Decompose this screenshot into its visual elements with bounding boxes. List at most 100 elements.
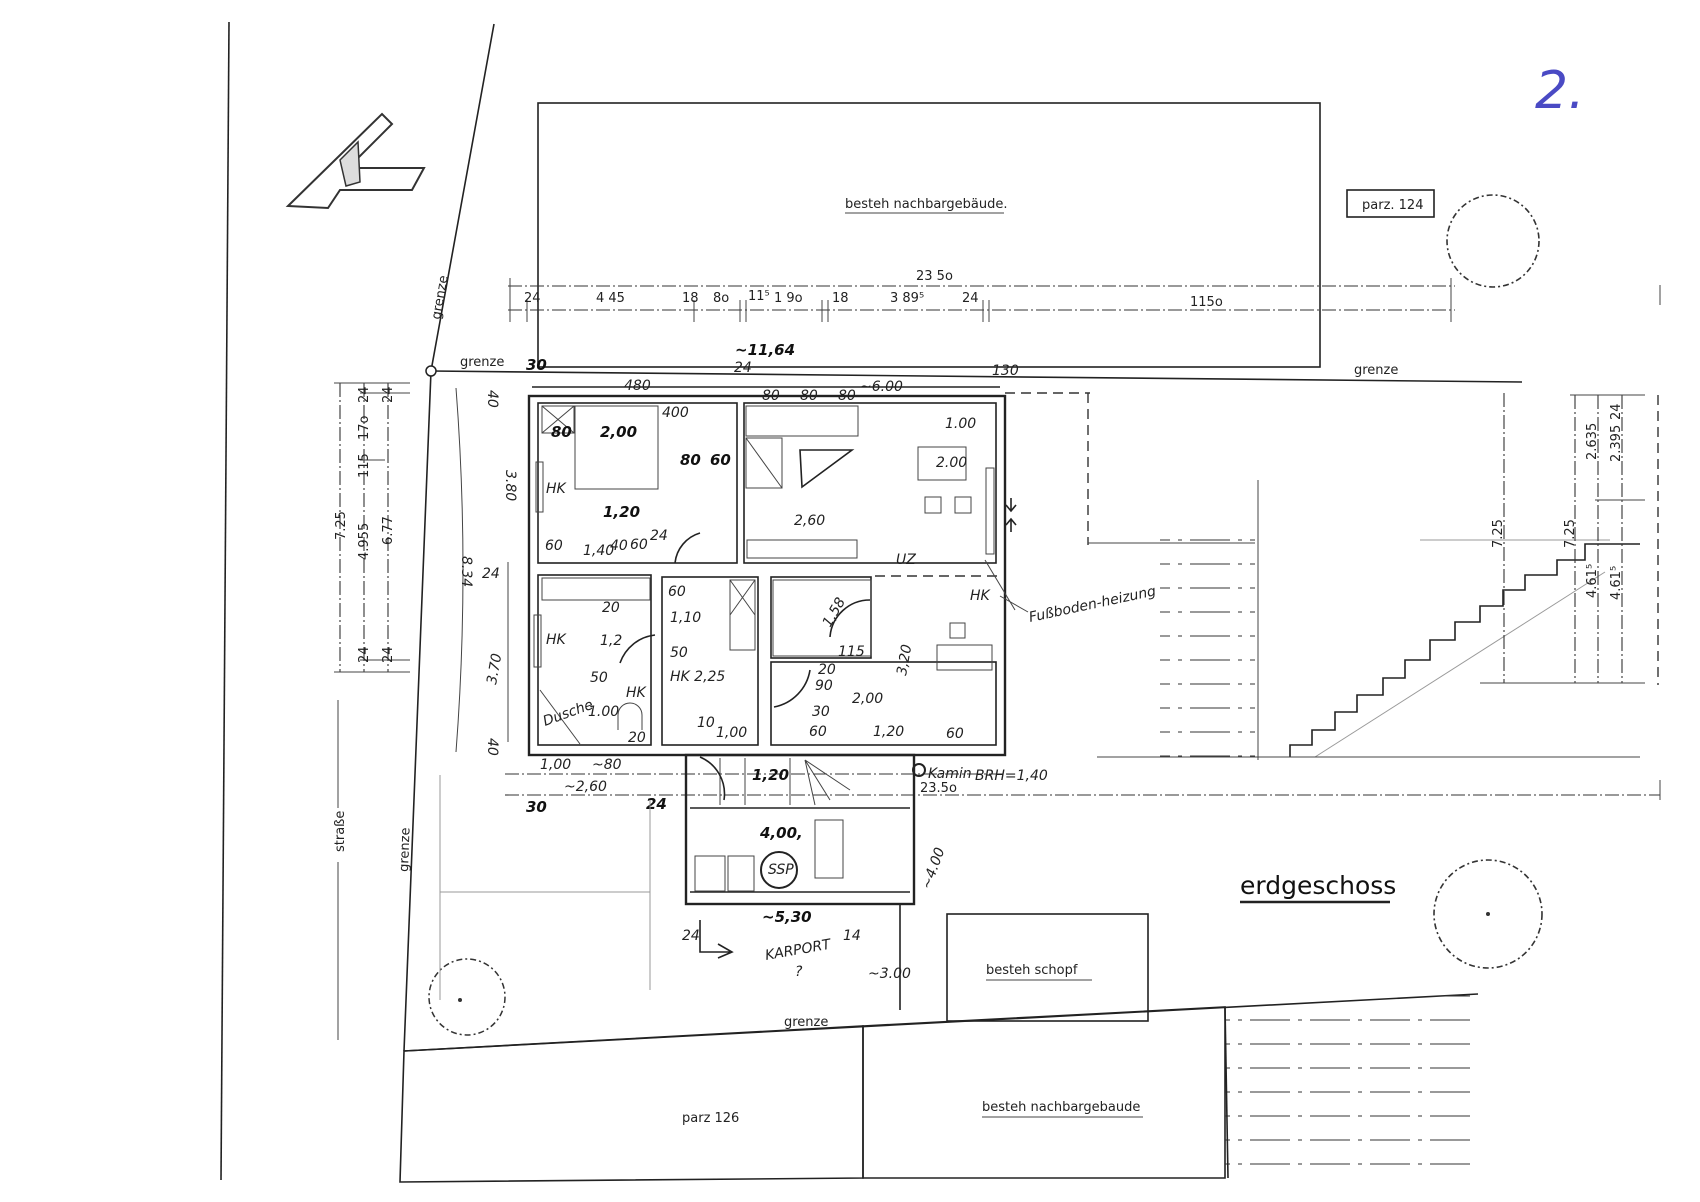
room-dimension: 20	[602, 600, 620, 616]
neighbour-building-bottom-label: besteh nachbargebaude	[982, 1100, 1140, 1115]
room-dimension: 90	[815, 678, 833, 694]
room-dimension: 30	[812, 704, 830, 720]
dimension-label: 2.395	[1609, 425, 1624, 462]
parcel-124-label: parz. 124	[1362, 198, 1423, 213]
room-dimension: 60	[946, 726, 964, 742]
dimension-label: 24	[524, 291, 541, 306]
page-number: 2.	[1535, 61, 1585, 121]
dimension-label: 7.25	[1563, 519, 1578, 548]
boundary-label: grenze	[1354, 363, 1398, 378]
room-dimension: 24	[650, 528, 668, 544]
room-dimension: 20	[628, 730, 646, 746]
dimension-label: 18	[832, 291, 849, 306]
carport-arrow-icon	[699, 920, 734, 959]
parcel-126	[399, 1025, 864, 1183]
tree-icon	[428, 958, 506, 1036]
room-label: UZ	[896, 552, 916, 568]
parcel-124-box	[1346, 189, 1435, 218]
radiator-label: HK	[546, 481, 568, 497]
dimension-label: ~3.00	[868, 966, 911, 982]
boundary-label: grenze	[460, 355, 504, 370]
dimension-label: 30	[526, 356, 547, 374]
room-dimension: 80	[838, 388, 856, 404]
dimension-label: 24	[734, 360, 752, 376]
house-ground-floor	[527, 394, 1017, 757]
room-dimension: 60	[630, 537, 648, 553]
floor-title: erdgeschoss	[1240, 871, 1396, 900]
room-dimension: 2,00	[600, 423, 637, 441]
room-dimension: 50	[670, 645, 688, 661]
boundary-line-north	[430, 370, 1523, 383]
chimney-label: Kamin	[928, 766, 972, 782]
utility-room	[684, 753, 916, 906]
dimension-label: 18	[682, 291, 699, 306]
dimension-label: 14	[843, 928, 861, 944]
room-dimension: 80	[680, 451, 701, 469]
top-dimension-chain	[508, 278, 1455, 322]
room-dimension: 60	[809, 724, 827, 740]
dimension-label: 24	[381, 646, 396, 663]
dimension-label: 24	[682, 928, 700, 944]
room-dimension: 1,20	[603, 503, 640, 521]
room-dimension: 1,2	[600, 633, 622, 649]
dimension-label: 40	[484, 738, 500, 756]
room-dimension: HK 2,25	[670, 669, 725, 685]
radiator-label: HK	[970, 588, 992, 604]
room-dimension: 20	[818, 662, 836, 678]
dimension-label: 8o	[713, 291, 729, 306]
handwritten-dimension: ~11,64	[735, 341, 795, 359]
street-label: straße	[333, 811, 348, 852]
room-dimension: 40	[610, 538, 628, 554]
sill-height-label: BRH=1,40	[975, 768, 1048, 784]
dimension-label: 1,00	[540, 757, 571, 773]
neighbour-building-bottom	[862, 1006, 1226, 1179]
neighbour-building-top-label: besteh nachbargebäude.	[845, 197, 1008, 212]
room-dimension: 1,20	[873, 724, 904, 740]
dimension-label: 3.70	[484, 652, 505, 686]
room-dimension: 50	[590, 670, 608, 686]
radiator-label: HK	[626, 685, 648, 701]
existing-shed	[946, 913, 1149, 1022]
dimension-label: 30	[526, 798, 547, 816]
radiator-label: HK	[546, 632, 568, 648]
room-dimension: 80	[551, 423, 572, 441]
dimension-label: 24	[357, 386, 372, 403]
room-dimension: 1,10	[670, 610, 701, 626]
boiler-label: SSP	[768, 862, 794, 878]
boundary-label: grenze	[429, 274, 451, 320]
dimension-label: 4,00,	[759, 824, 803, 842]
dimension-label: 24	[646, 795, 667, 813]
room-dimension: 1.00	[588, 704, 619, 720]
dimension-label: ~2,60	[564, 779, 607, 795]
dimension-label: 2.635	[1585, 423, 1600, 460]
dimension-label: 24	[381, 386, 396, 403]
dimension-label: 7.25	[334, 511, 349, 540]
room-dimension: 60	[545, 538, 563, 554]
chimney-icon	[912, 763, 926, 777]
dimension-label: 24	[1609, 403, 1624, 420]
dimension-label: ~80	[592, 757, 622, 773]
dimension-label: 4.61⁵	[1609, 566, 1624, 600]
dimension-label: 24	[357, 646, 372, 663]
dimension-label: 24	[962, 291, 979, 306]
dimension-label: 480	[624, 378, 651, 394]
dimension-label: 24	[482, 566, 500, 582]
dimension-label: 3 89⁵	[890, 291, 924, 306]
dimension-label: 4.955	[357, 523, 372, 560]
neighbour-building-top	[537, 102, 1321, 368]
dimension-label: 17o	[357, 415, 372, 440]
room-dimension: 80	[762, 388, 780, 404]
boiler-icon	[760, 851, 798, 889]
stair-dimension: 1,20	[752, 766, 789, 784]
dimension-label: 4 45	[596, 291, 625, 306]
dimension-label: 4.61⁵	[1585, 564, 1600, 598]
dimension-label: 3.80	[502, 470, 518, 501]
room-dimension: 115	[838, 644, 865, 660]
dimension-label: ~4.00	[919, 845, 949, 891]
dimension-overall: 23 5o	[916, 269, 953, 284]
room-dimension: 60	[710, 451, 731, 469]
floor-heating-note: Fußboden-heizung	[1028, 583, 1158, 626]
boundary-label: grenze	[784, 1015, 828, 1030]
